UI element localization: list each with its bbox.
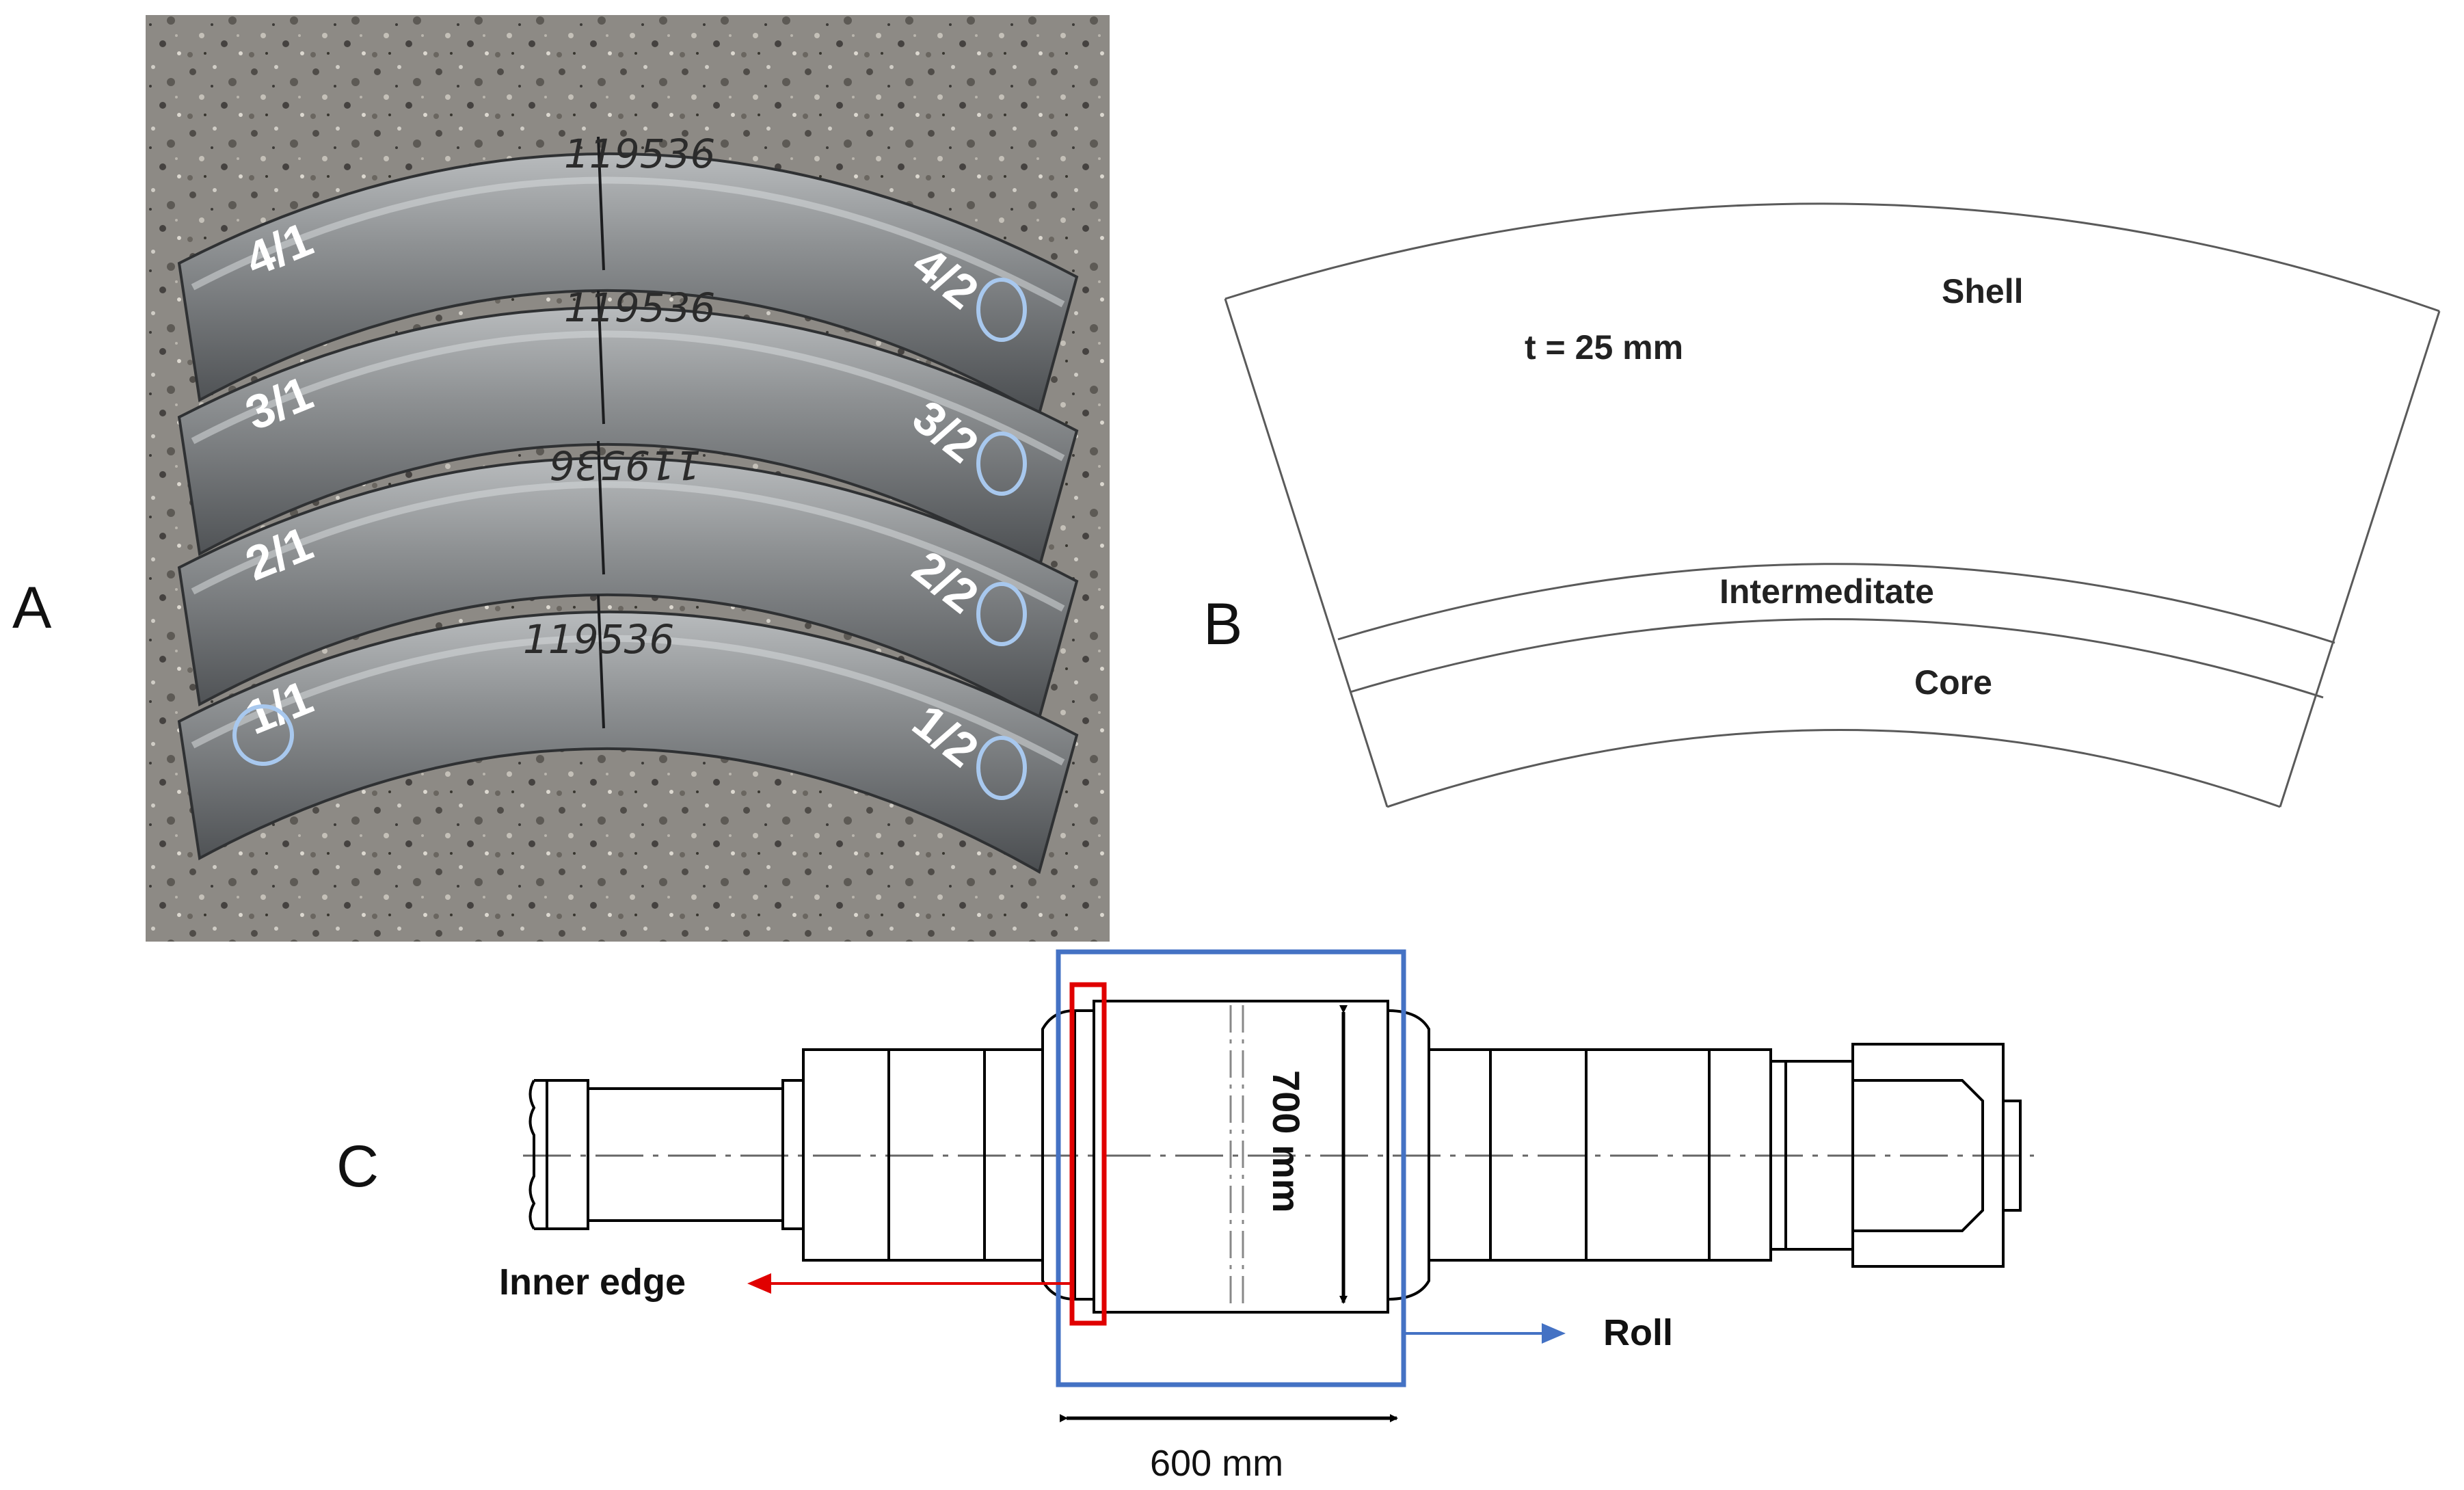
roll-box (1056, 949, 1406, 1387)
left-neck-grooves (528, 1080, 536, 1230)
roll-drawing (528, 1000, 2022, 1314)
panel-c: C (336, 949, 2034, 1484)
segment-cut-line (597, 290, 605, 425)
section-right-edge (2279, 310, 2441, 808)
segment-stamp: 119536 (564, 131, 715, 177)
right-stub (2002, 1100, 2022, 1212)
inner-edge-label: Inner edge (499, 1262, 686, 1303)
section-left-edge (1224, 298, 1389, 808)
left-bearing-section (802, 1048, 1044, 1262)
panel-c-label: C (336, 1134, 379, 1199)
section-outline (1224, 202, 2441, 808)
segment-cut-line (597, 136, 605, 271)
segment-marker-circle (976, 278, 1027, 342)
left-fillet (1041, 1009, 1076, 1301)
segment-highlight (191, 176, 1065, 308)
inner-edge-box (1069, 982, 1107, 1326)
panel-b: B Shell t = 25 mm Intermeditate Core (1203, 202, 2441, 808)
intermediate-boundary-bottom (1350, 617, 2324, 699)
segment-marker-circle (976, 582, 1027, 646)
intermediate-label: Intermeditate (1719, 572, 1934, 611)
thickness-label: t = 25 mm (1525, 328, 1683, 367)
segment-cut-line (597, 594, 605, 729)
segment-stamp: 119536 (564, 284, 715, 331)
segment-highlight (191, 330, 1065, 462)
panel-a-label: A (12, 575, 52, 641)
segment-marker-circle (232, 704, 294, 766)
section-top-arc (1224, 202, 2440, 312)
right-coupling-chamfer (1853, 1079, 1984, 1232)
core-label: Core (1914, 663, 1992, 702)
segment-cut-line (597, 440, 605, 575)
segment-stamp: 119536 (523, 616, 674, 663)
length-label: 600 mm (1150, 1443, 1283, 1484)
roll-barrel (1093, 1000, 1389, 1314)
intermediate-boundary-top (1337, 563, 2335, 644)
segment-marker-circle (976, 431, 1027, 496)
right-fillet (1387, 1009, 1430, 1301)
inner-edge-arrowhead (747, 1273, 771, 1294)
roll-pointer-arrowhead (1542, 1323, 1566, 1344)
shell-label: Shell (1942, 272, 2023, 310)
core-bottom-arc (1387, 729, 2281, 808)
segment-highlight (191, 481, 1065, 612)
diameter-label: 700 mm (1265, 1070, 1308, 1213)
panel-b-label: B (1203, 591, 1242, 657)
segment-highlight (191, 635, 1065, 766)
roll-label: Roll (1603, 1312, 1673, 1353)
segment-stamp: 119536 (550, 442, 701, 488)
segment-marker-circle (976, 736, 1027, 800)
